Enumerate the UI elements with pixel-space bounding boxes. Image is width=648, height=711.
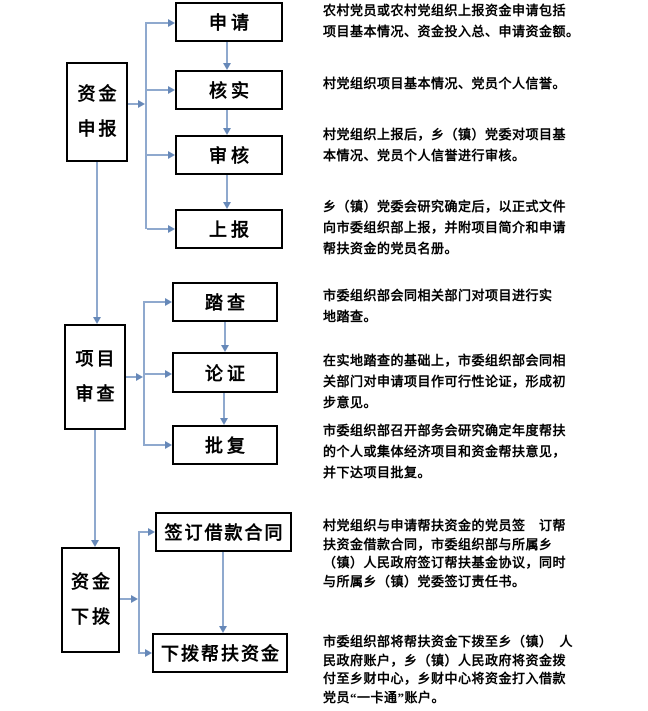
arrowhead-right-icon [168, 151, 175, 159]
description-approval-reply: 市委组织部召开部务会研究确定年度帮扶 的个人或集体经济项目和资金帮扶意见， 并下… [323, 423, 567, 480]
arrowhead-right-icon [168, 225, 175, 233]
connector-line [226, 175, 228, 202]
arrowhead-down-icon [223, 63, 231, 70]
arrowhead-right-icon [165, 441, 172, 449]
connector-line [143, 301, 145, 446]
arrowhead-right-icon [148, 528, 155, 536]
connector-line [226, 110, 228, 128]
stage-fund-declaration: 资金 申报 [66, 62, 128, 162]
description-review: 村党组织上报后，乡（镇）党委对项目基 本情况、党员个人信誉进行审核。 [323, 127, 567, 163]
arrowhead-right-icon [165, 370, 172, 378]
node-verify: 核实 [175, 70, 283, 110]
arrowhead-down-icon [221, 345, 229, 352]
description-apply: 农村党员或农村党组织上报资金申请包括 项目基本情况、资金投入总、申请资金额。 [323, 3, 580, 39]
connector-line [145, 22, 147, 229]
stage-project-review: 项目 审查 [64, 324, 126, 430]
connector-line [147, 154, 168, 156]
description-sign-loan-contract: 村党组织与申请帮扶资金的党员签 订帮 扶资金借款合同，市委组织部与所属乡 （镇）… [323, 518, 567, 589]
arrowhead-down-icon [220, 418, 228, 425]
connector-line [138, 531, 140, 654]
connector-line [145, 444, 165, 446]
connector-line [222, 552, 224, 626]
arrowhead-right-icon [168, 19, 175, 27]
connector-line [120, 598, 131, 600]
connector-line [94, 430, 96, 540]
arrowhead-down-icon [91, 540, 99, 547]
connector-line [128, 103, 138, 105]
arrowhead-down-icon [219, 626, 227, 633]
connector-line [223, 393, 225, 418]
arrowhead-down-icon [93, 317, 101, 324]
arrowhead-right-icon [145, 649, 152, 657]
connector-line [126, 376, 136, 378]
description-verify: 村党组织项目基本情况、党员个人信誉。 [323, 76, 567, 91]
node-feasibility: 论证 [172, 352, 278, 393]
node-report-up: 上报 [175, 209, 283, 249]
arrowhead-right-icon [165, 298, 172, 306]
description-site-survey: 市委组织部会同相关部门对项目进行实 地踏查。 [323, 288, 553, 324]
connector-line [145, 301, 165, 303]
node-sign-loan-contract: 签订借款合同 [155, 512, 292, 552]
description-report-up: 乡（镇）党委会研究确定后，以正式文件 向市委组织部上报，并附项目简介和申请 帮扶… [323, 199, 567, 256]
connector-line [96, 162, 98, 317]
node-review: 审核 [175, 135, 283, 175]
node-apply: 申请 [175, 2, 283, 42]
connector-line [140, 531, 148, 533]
arrowhead-right-icon [131, 595, 138, 603]
arrowhead-right-icon [136, 373, 143, 381]
connector-line [226, 42, 228, 63]
connector-line [140, 652, 145, 654]
connector-line [147, 89, 168, 91]
arrowhead-down-icon [223, 202, 231, 209]
connector-line [145, 373, 165, 375]
connector-line [224, 322, 226, 345]
arrowhead-down-icon [223, 128, 231, 135]
node-approval-reply: 批复 [172, 425, 278, 465]
node-allocate-support-funds: 下拨帮扶资金 [152, 633, 288, 673]
stage-fund-allocation: 资金 下拨 [61, 547, 120, 653]
connector-line [147, 228, 168, 230]
arrowhead-right-icon [168, 86, 175, 94]
description-allocate-support-funds: 市委组织部将帮扶资金下拨至乡（镇） 人 民政府账户，乡（镇）人民政府将资金拨 付… [323, 634, 574, 705]
description-feasibility: 在实地踏查的基础上，市委组织部会同相 关部门对申请项目作可行性论证，形成初 步意… [323, 353, 567, 410]
connector-line [147, 22, 168, 24]
node-site-survey: 踏查 [172, 282, 278, 322]
arrowhead-right-icon [138, 100, 145, 108]
